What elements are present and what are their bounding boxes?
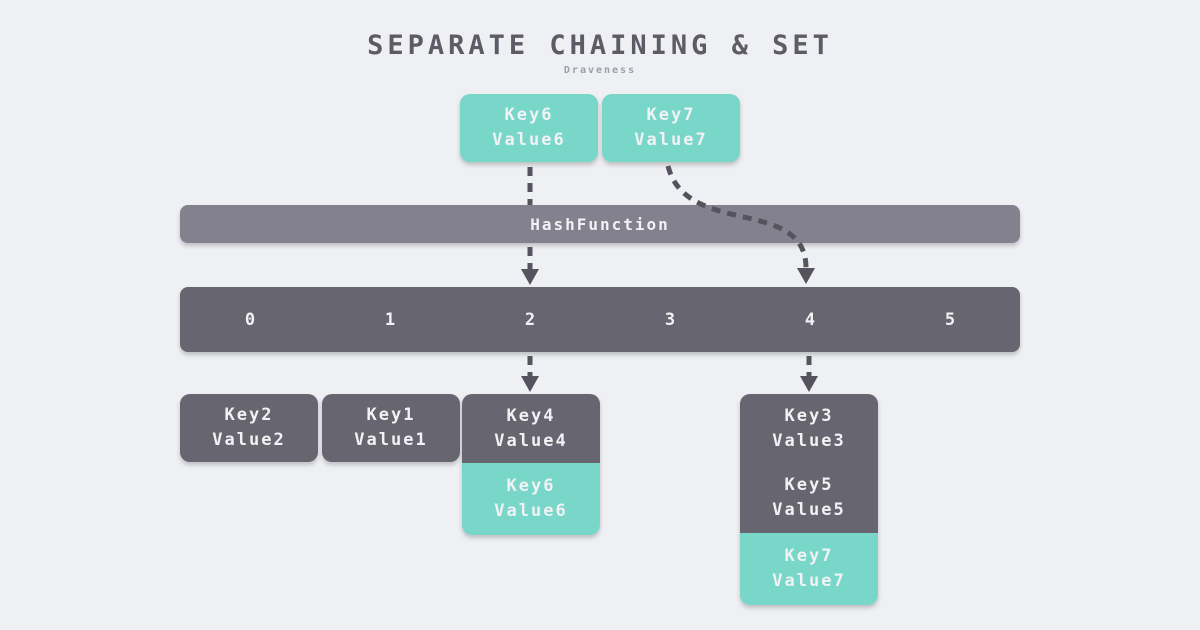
- value-label: Value7: [634, 130, 708, 150]
- chain-entry-key6: Key6 Value6: [462, 463, 600, 535]
- key-label: Key7: [784, 546, 834, 566]
- chain-entry-key7: Key7 Value7: [740, 533, 878, 605]
- value-label: Value6: [492, 130, 566, 150]
- bucket-slot0-entry-key2: Key2 Value2: [180, 394, 318, 462]
- arrow-slot2-to-bucket-head: [521, 376, 539, 392]
- value-label: Value2: [212, 430, 286, 450]
- arrow-slot4-to-bucket-head: [800, 376, 818, 392]
- value-label: Value1: [354, 430, 428, 450]
- chain-entry-key4: Key4 Value4: [462, 394, 600, 463]
- table-slot-1: 1: [384, 309, 396, 330]
- hash-function-bar: HashFunction: [180, 205, 1020, 243]
- key-label: Key1: [366, 405, 416, 425]
- chain-entry-key3: Key3 Value3: [740, 394, 878, 463]
- table-slot-2: 2: [524, 309, 536, 330]
- page-subtitle: Draveness: [563, 65, 637, 76]
- value-label: Value5: [772, 500, 846, 520]
- table-slot-0: 0: [244, 309, 256, 330]
- key-label: Key7: [646, 105, 696, 125]
- page-title: SEPARATE CHAINING & SET: [367, 30, 833, 61]
- bucket-slot2-chain: Key4 Value4 Key6 Value6: [462, 394, 600, 535]
- value-label: Value3: [772, 430, 846, 451]
- value-label: Value6: [494, 501, 568, 521]
- chain-entry-key5: Key5 Value5: [740, 463, 878, 533]
- table-slot-5: 5: [944, 309, 956, 330]
- table-slot-4: 4: [804, 309, 816, 330]
- bucket-slot1-entry-key1: Key1 Value1: [322, 394, 460, 462]
- arrow-key6-to-hash-head: [521, 269, 539, 285]
- hash-function-label: HashFunction: [530, 214, 670, 234]
- key-label: Key6: [506, 476, 556, 496]
- hash-table-row: 0 1 2 3 4 5: [180, 287, 1020, 352]
- key-label: Key4: [506, 405, 556, 426]
- key-label: Key2: [224, 405, 274, 425]
- input-box-key6: Key6 Value6: [460, 94, 598, 162]
- key-label: Key3: [784, 405, 834, 426]
- table-slot-3: 3: [664, 309, 676, 330]
- input-box-key7: Key7 Value7: [602, 94, 740, 162]
- value-label: Value7: [772, 571, 846, 591]
- bucket-slot4-chain: Key3 Value3 Key5 Value5 Key7 Value7: [740, 394, 878, 605]
- key-label: Key6: [504, 105, 554, 125]
- key-label: Key5: [784, 475, 834, 495]
- arrow-key7-to-hash-head: [797, 268, 815, 284]
- value-label: Value4: [494, 430, 568, 451]
